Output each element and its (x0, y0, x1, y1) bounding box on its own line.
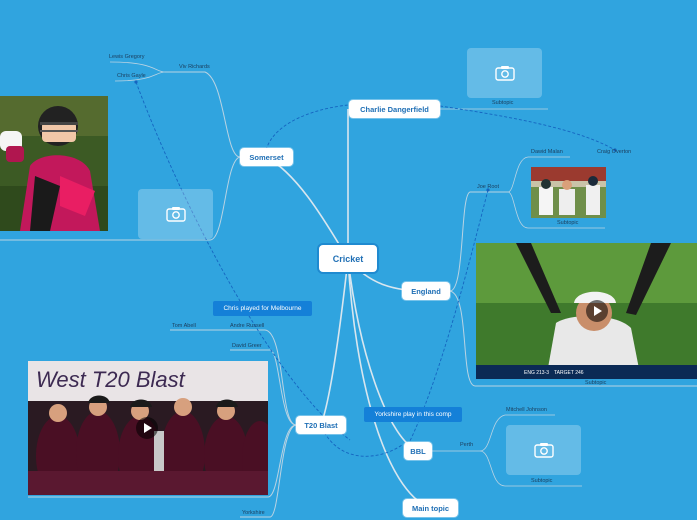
callout-yorkshire-comp[interactable]: Yorkshire play in this comp (364, 407, 462, 422)
camera-icon (494, 66, 515, 81)
leaf-david-greer[interactable]: David Greer (232, 343, 262, 349)
caption-subtopic-england-small: Subtopic (557, 220, 579, 226)
leaf-craig-overton[interactable]: Craig Overton (597, 149, 632, 155)
play-icon[interactable] (586, 300, 608, 322)
topic-charlie-dangerfield[interactable]: Charlie Dangerfield (349, 100, 440, 118)
leaf-mitchell-johnson[interactable]: Mitchell Johnson (506, 407, 547, 413)
leaf-viv-richards[interactable]: Viv Richards (179, 64, 210, 70)
callout-melbourne[interactable]: Chris played for Melbourne (213, 301, 312, 316)
video-england-celebration[interactable]: ENG 213-3 TARGET 246 (476, 243, 697, 379)
video-t20-blast-celebration[interactable]: West T20 Blast (28, 361, 268, 495)
image-placeholder-somerset[interactable] (138, 189, 213, 239)
image-placeholder-bbl[interactable] (506, 425, 581, 475)
photo-england-players[interactable] (531, 167, 606, 218)
topic-main[interactable]: Main topic (403, 499, 458, 517)
leaf-lewis-gregory[interactable]: Lewis Gregory (109, 54, 145, 60)
banner-text: West T20 Blast (36, 367, 186, 392)
caption-subtopic-bbl: Subtopic (531, 478, 553, 484)
leaf-joe-root[interactable]: Joe Root (477, 184, 500, 190)
topic-somerset[interactable]: Somerset (240, 148, 293, 166)
image-placeholder-charlie[interactable] (467, 48, 542, 98)
topic-bbl[interactable]: BBL (404, 442, 432, 460)
svg-text:ENG 213-3: ENG 213-3 (524, 370, 549, 376)
topic-t20-blast[interactable]: T20 Blast (296, 416, 346, 434)
leaf-dawid-malan[interactable]: Dawid Malan (531, 149, 563, 155)
leaf-chris-gayle[interactable]: Chris Gayle (117, 73, 146, 79)
photo-somerset-batsman[interactable] (0, 96, 108, 231)
leaf-yorkshire[interactable]: Yorkshire (242, 510, 265, 516)
central-topic-cricket[interactable]: Cricket (319, 245, 377, 272)
camera-icon (533, 443, 554, 458)
caption-subtopic-charlie: Subtopic (492, 100, 514, 106)
caption-subtopic-england-large: Subtopic (585, 380, 607, 386)
camera-icon (165, 207, 186, 222)
topic-england[interactable]: England (402, 282, 450, 300)
leaf-perth[interactable]: Perth (460, 442, 474, 448)
svg-text:TARGET 246: TARGET 246 (554, 370, 584, 376)
play-icon[interactable] (136, 417, 158, 439)
leaf-andre-russell[interactable]: Andre Russell (230, 323, 265, 329)
leaf-tom-abell[interactable]: Tom Abell (172, 323, 196, 329)
